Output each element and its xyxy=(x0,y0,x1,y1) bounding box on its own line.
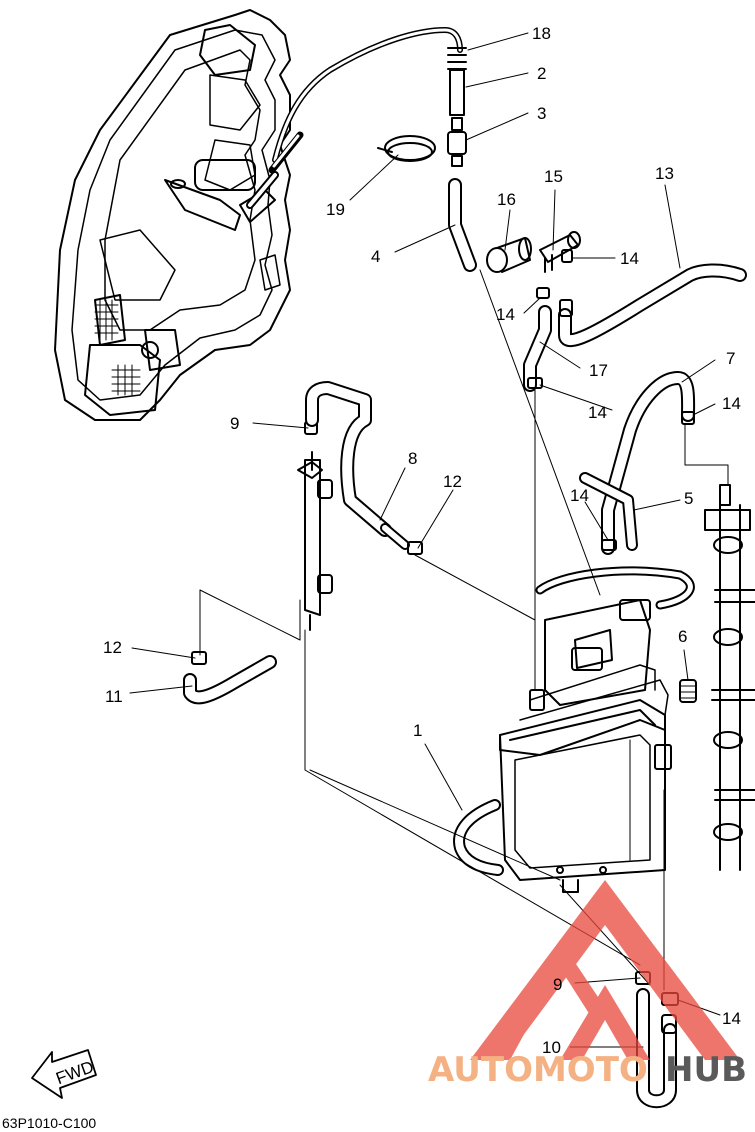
watermark-logo-icon xyxy=(470,880,740,1060)
callout-5: 5 xyxy=(684,489,693,508)
watermark-text-hub: HUB xyxy=(665,1050,747,1090)
clamp-12a xyxy=(407,541,423,555)
clamp-14a xyxy=(536,287,550,299)
callout-12a: 12 xyxy=(443,472,462,491)
callout-8: 8 xyxy=(408,449,417,468)
clamp-14e xyxy=(601,539,617,551)
watermark-text-automoto: AUTOMOTO xyxy=(428,1050,648,1090)
vapor-separator xyxy=(499,566,695,893)
callout-13: 13 xyxy=(655,164,674,183)
callout-14f: 14 xyxy=(722,1009,741,1028)
fuel-filter-assembly xyxy=(297,451,333,631)
drawing-code: 63P1010-C100 xyxy=(2,1115,96,1131)
engine-cover-assembly xyxy=(54,9,291,421)
clamp-14b xyxy=(561,249,573,263)
callout-18: 18 xyxy=(532,24,551,43)
part-6-cap xyxy=(679,679,697,703)
callout-10: 10 xyxy=(542,1038,561,1057)
joint-15 xyxy=(539,231,581,273)
callout-14e: 14 xyxy=(570,486,589,505)
callout-9b: 9 xyxy=(553,975,562,994)
clamp-14d xyxy=(681,411,695,425)
callout-14a: 14 xyxy=(620,249,639,268)
clamp-19 xyxy=(377,135,436,162)
callout-9a: 9 xyxy=(230,414,239,433)
callout-2: 2 xyxy=(537,64,546,83)
callout-3: 3 xyxy=(537,104,546,123)
clamp-14c xyxy=(527,377,543,389)
callout-19: 19 xyxy=(326,200,345,219)
callout-4: 4 xyxy=(371,247,380,266)
pipe-2 xyxy=(449,69,465,116)
callout-12b: 12 xyxy=(103,638,122,657)
assembly-lines xyxy=(199,269,729,991)
callout-1: 1 xyxy=(413,721,422,740)
fuel-rail xyxy=(704,484,755,871)
fwd-arrow-icon xyxy=(31,1049,97,1099)
joint-3 xyxy=(447,117,467,167)
callout-14c: 14 xyxy=(588,403,607,422)
callout-11: 11 xyxy=(105,687,123,706)
callout-7: 7 xyxy=(726,349,735,368)
callout-6: 6 xyxy=(678,627,687,646)
joint-16 xyxy=(486,237,532,273)
hose-18 xyxy=(246,27,467,209)
callout-17: 17 xyxy=(589,361,608,380)
callout-14b: 14 xyxy=(496,305,515,324)
callout-16: 16 xyxy=(497,190,516,209)
callout-15: 15 xyxy=(544,167,563,186)
callout-14d: 14 xyxy=(722,394,741,413)
